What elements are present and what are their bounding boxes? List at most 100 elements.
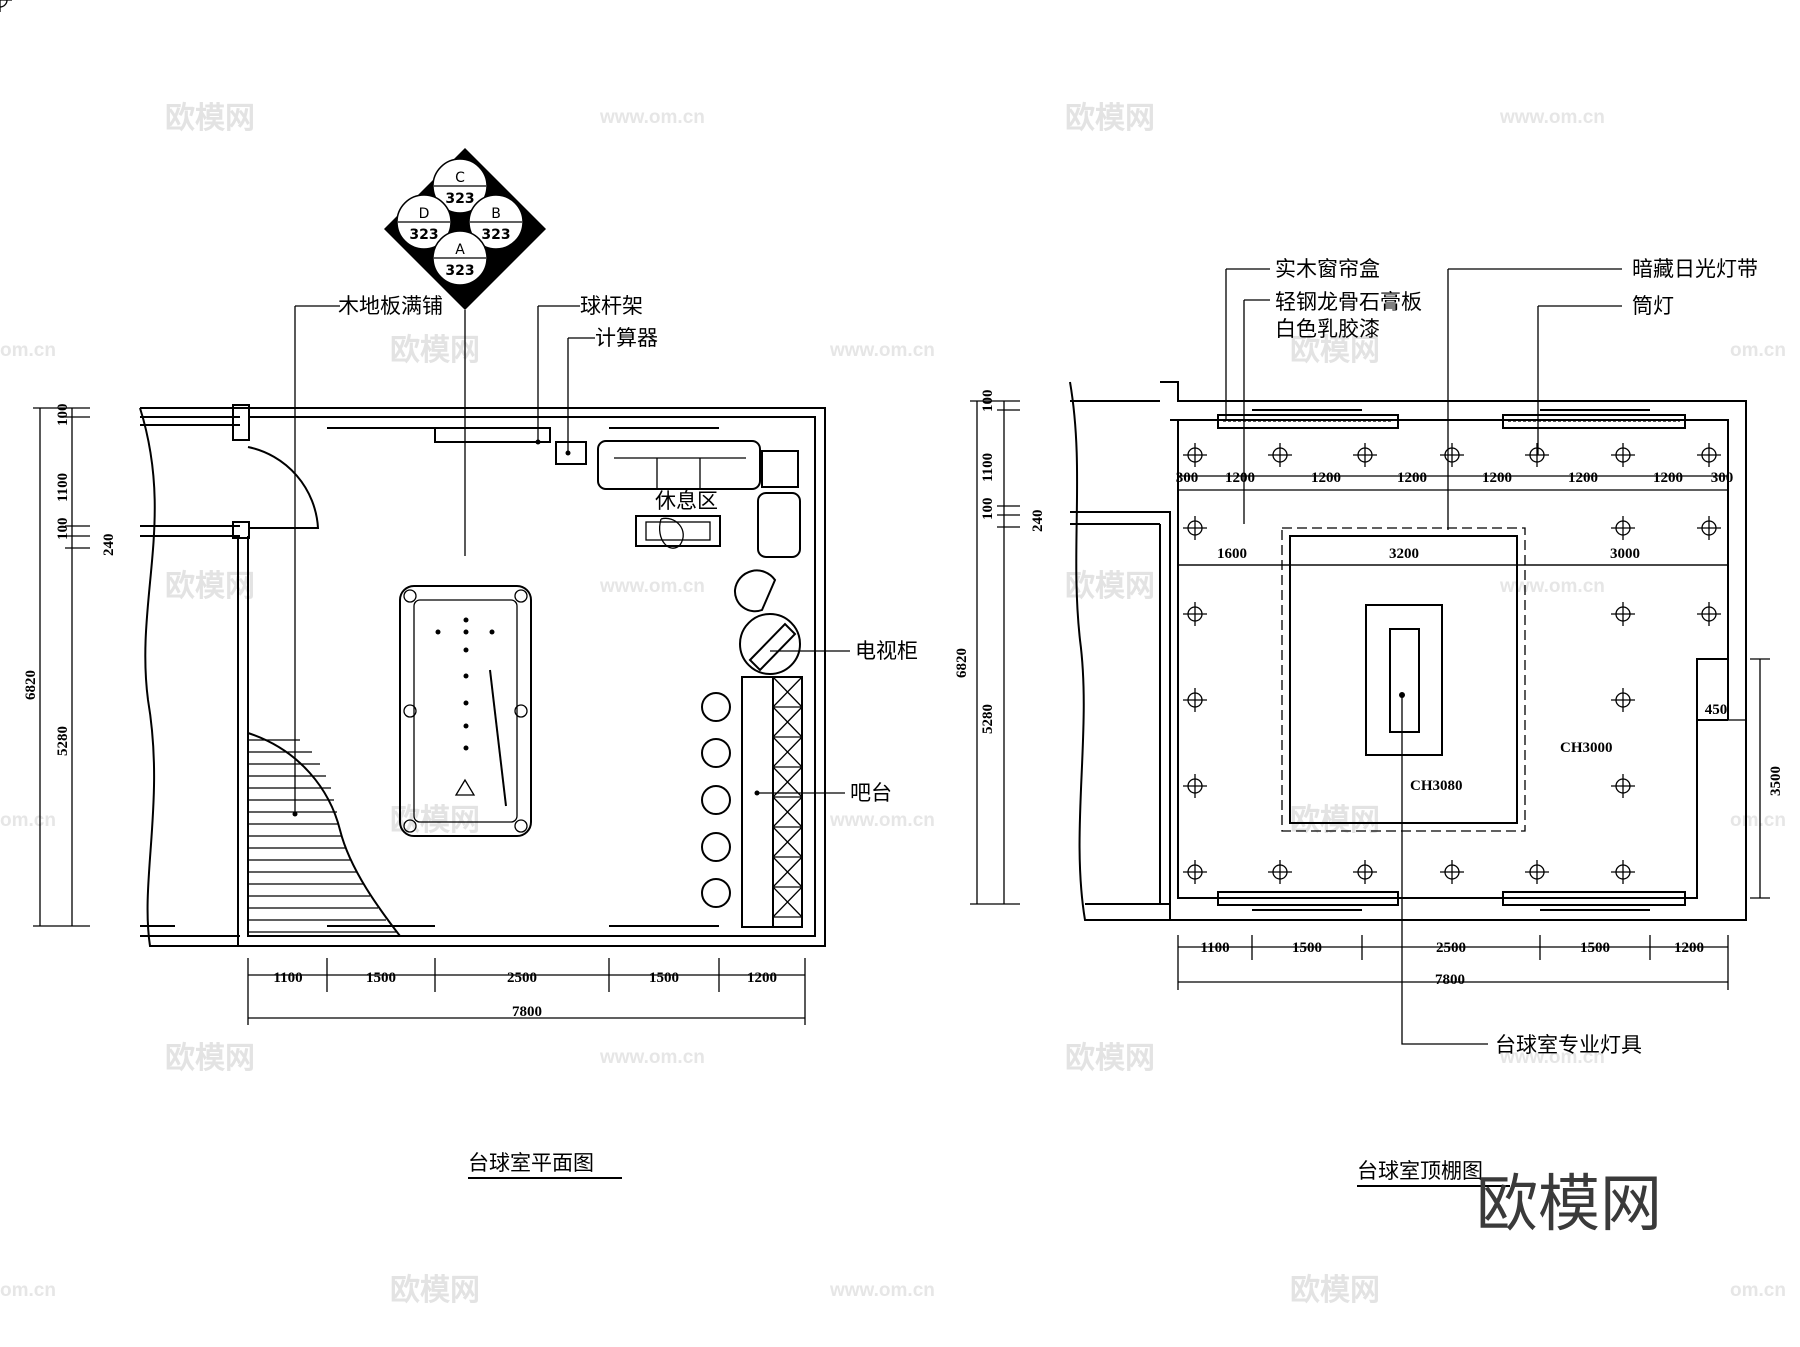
- compass-number: 323: [445, 191, 474, 207]
- leader-downlight: [1537, 305, 1622, 455]
- label-downlight: 筒灯: [1632, 294, 1674, 318]
- bar-stool: [701, 692, 731, 722]
- pocket: [403, 704, 417, 718]
- watermark-brand: 欧模网: [1065, 569, 1155, 604]
- dim-text: 1200: [1482, 470, 1512, 486]
- calculator: [555, 441, 587, 465]
- curtain-box: [1217, 414, 1399, 429]
- window-top: [327, 407, 435, 429]
- watermark-brand: 欧模网: [165, 101, 255, 136]
- label-pro-light: 台球室专业灯具: [1495, 1033, 1642, 1057]
- downlight-icon: [1182, 859, 1208, 885]
- ceiling-outer-wall: [1160, 381, 1747, 921]
- curtain-box: [1502, 891, 1686, 906]
- curtain-box: [1217, 891, 1399, 906]
- dim-text: 1100: [980, 453, 996, 482]
- ceiling-plan: 300 1200 1200 1200 1200 1200 1200 300 16…: [0, 0, 1784, 1187]
- downlight-icon: [1182, 601, 1208, 627]
- watermark-brand: 欧模网: [1065, 1041, 1155, 1076]
- watermark-url: www.om.cn: [599, 107, 705, 128]
- downlight-icon: [1696, 442, 1722, 468]
- dimension-line: [1178, 946, 1728, 983]
- label-hidden-light: 暗藏日光灯带: [1632, 257, 1758, 281]
- dim-total: 7800: [512, 1004, 542, 1020]
- lounge-chair: [733, 569, 777, 613]
- leader-pro-light: [1401, 695, 1488, 1045]
- watermark-url: om.cn: [1730, 810, 1786, 831]
- bar-stool: [701, 738, 731, 768]
- compass-diamond-shape: [384, 148, 546, 310]
- tv-cabinet: [739, 613, 801, 675]
- window-top: [609, 407, 719, 429]
- dim-text: 100: [55, 518, 71, 541]
- break-line-left: [139, 407, 240, 947]
- leader-floor: [294, 305, 340, 814]
- dim-text: 1200: [1225, 470, 1255, 486]
- watermark-url: www.om.cn: [1499, 1047, 1605, 1068]
- watermark-url: om.cn: [0, 810, 56, 831]
- dimension-line: [976, 401, 1005, 904]
- floor-plan: 木地板满铺 球杆架 计算器 休息区 电视柜 吧台 1100 1500 2500 …: [23, 294, 918, 1179]
- leader-curtain-box: [1225, 268, 1270, 421]
- cue-stick: [489, 669, 507, 807]
- dim-text: 100: [55, 404, 71, 427]
- dim-text: 300: [1176, 470, 1199, 486]
- leader-calculator: [567, 337, 595, 453]
- dim-text: 450: [1705, 702, 1728, 718]
- window-bottom: [609, 925, 719, 947]
- dim-text: 1200: [1311, 470, 1341, 486]
- billiard-table: [399, 585, 532, 837]
- watermark-brand: 欧模网: [390, 803, 480, 838]
- dim-text: 3200: [1389, 546, 1419, 562]
- dim-text: 1500: [649, 970, 679, 986]
- watermark-url: www.om.cn: [829, 810, 935, 831]
- pocket: [514, 589, 528, 603]
- dim-text: 3500: [1768, 766, 1784, 796]
- ceiling-inner-wall: [1170, 419, 1729, 899]
- downlight-icon: [1352, 859, 1378, 885]
- pro-billiard-light: [1365, 604, 1443, 756]
- dim-text: 1200: [1397, 470, 1427, 486]
- compass-index-symbol: C 323 D 323 B 323 A 323: [384, 148, 546, 556]
- watermark-brand: 欧模网: [390, 333, 480, 368]
- watermark-url: om.cn: [1730, 340, 1786, 361]
- label-rest-area: 休息区: [655, 489, 718, 513]
- leader-cue-rack: [537, 305, 580, 442]
- wall-outer: [240, 407, 826, 947]
- pocket: [403, 589, 417, 603]
- billiard-balls: [435, 617, 495, 751]
- wood-floor-hatch-area: [247, 731, 403, 937]
- door-jamb: [232, 404, 250, 441]
- break-line-left: [1069, 381, 1180, 921]
- downlight-icon: [1439, 859, 1465, 885]
- ceiling-title: 台球室顶棚图: [1357, 1159, 1483, 1183]
- downlight-icon: [1182, 687, 1208, 713]
- downlight-icon: [1610, 442, 1636, 468]
- door-swing: [247, 446, 320, 529]
- ball-rack-icon: [454, 778, 476, 796]
- dim-text: 5280: [980, 704, 996, 734]
- plant-icon: [659, 517, 684, 549]
- armchair: [757, 492, 801, 558]
- compass-number: 323: [445, 263, 474, 279]
- label-tv-cabinet: 电视柜: [855, 639, 918, 663]
- watermark-brand: 欧模网: [390, 1273, 480, 1308]
- label-calculator: 计算器: [595, 326, 658, 350]
- compass-letter-d: D: [419, 206, 430, 222]
- side-table: [761, 450, 799, 488]
- watermark-url: www.om.cn: [829, 340, 935, 361]
- dim-text: 100: [980, 390, 996, 413]
- label-gypsum-1: 轻钢龙骨石膏板: [1275, 290, 1422, 314]
- pocket: [403, 819, 417, 833]
- bar-stool: [701, 785, 731, 815]
- downlight-icon: [1182, 773, 1208, 799]
- label-wood-floor: 木地板满铺: [338, 294, 443, 318]
- downlight-icon: [1352, 442, 1378, 468]
- ch-room: CH3000: [1560, 740, 1613, 756]
- dim-total: 6820: [23, 670, 39, 700]
- downlight-icon: [1524, 442, 1550, 468]
- coffee-table: [635, 515, 721, 547]
- door-jamb: [232, 521, 250, 539]
- pocket: [514, 819, 528, 833]
- downlight-icon: [1524, 859, 1550, 885]
